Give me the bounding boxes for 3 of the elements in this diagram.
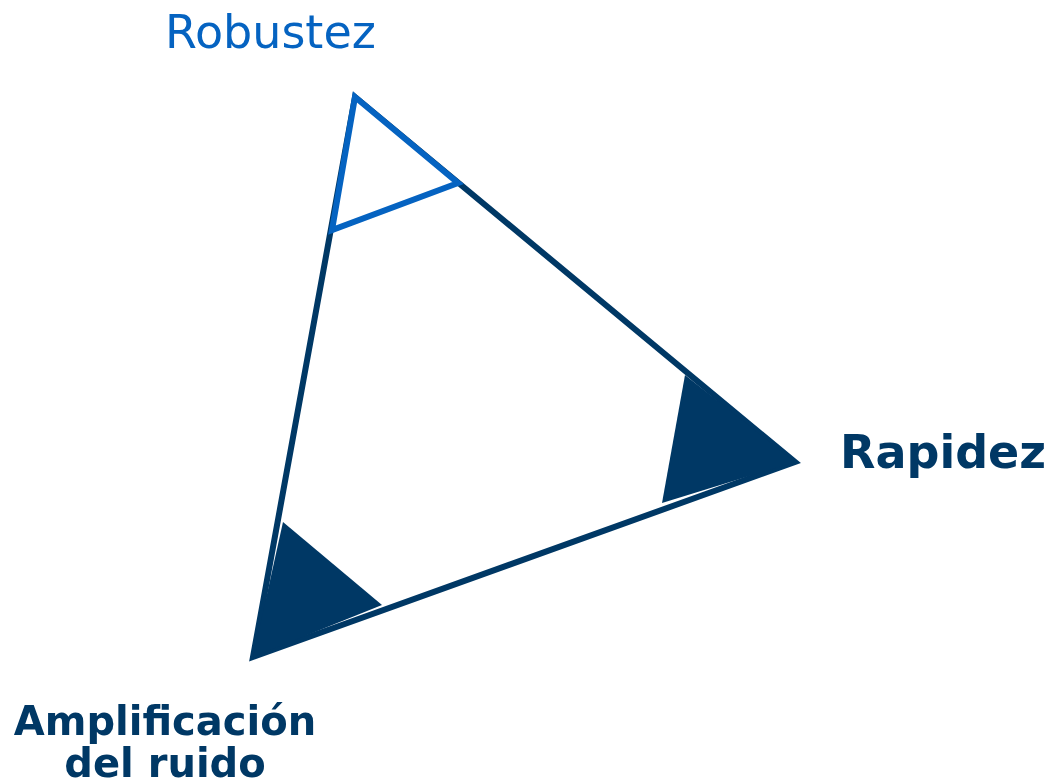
corner-label: Rapidez (840, 428, 1048, 477)
corner-label: Robustez (165, 8, 377, 57)
corner-label: Amplificación del ruido (12, 700, 318, 782)
